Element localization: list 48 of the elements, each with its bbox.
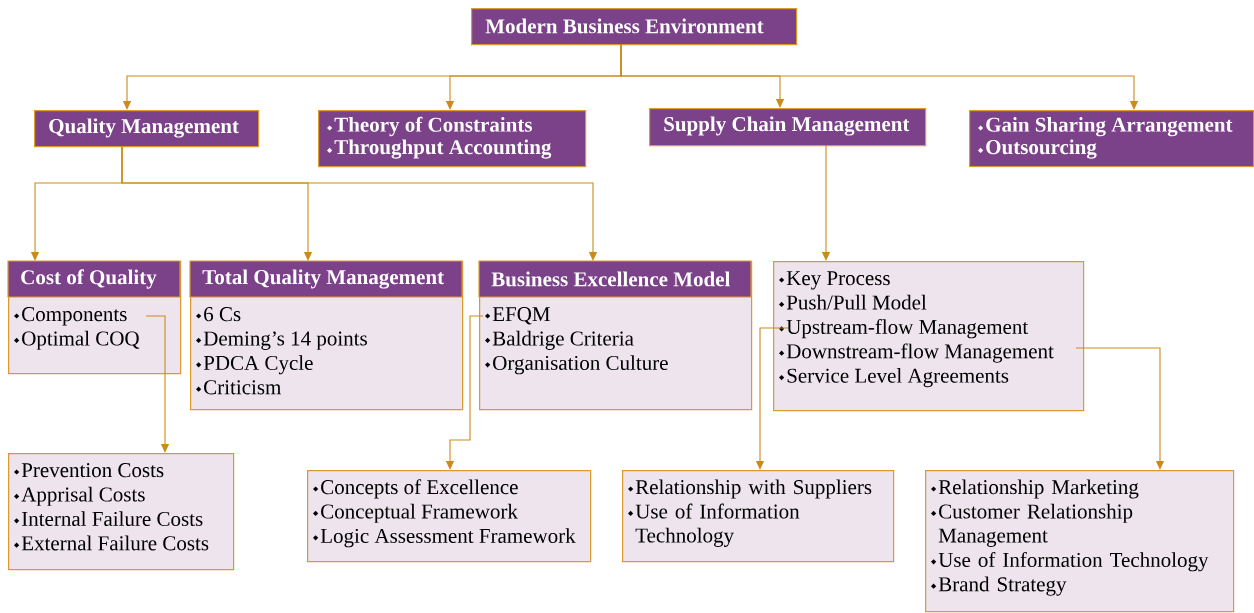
list-item: Conceptual Framework xyxy=(313,503,518,523)
list-item: External Failure Costs xyxy=(14,535,209,551)
list-box xyxy=(925,470,1235,613)
list-item: Customer Relationship Management xyxy=(931,503,1133,547)
list-item: 6 Cs xyxy=(196,307,241,322)
title-box xyxy=(318,110,587,168)
list-item: Push/Pull Model xyxy=(779,294,927,310)
list-item: Organisation Culture xyxy=(485,355,668,375)
list-item: Criticism xyxy=(196,380,282,395)
list-item: Deming’s 14 points xyxy=(196,331,367,350)
title-box: Quality Management xyxy=(34,110,260,148)
list-box xyxy=(8,453,235,571)
list-item: Outsourcing xyxy=(978,139,1097,159)
list-item: Throughput Accounting xyxy=(327,139,552,159)
list-item: Use of Information Technology xyxy=(628,503,800,547)
topic-card: Business Excellence Model EFQM Baldrige Criteria Organisation Culture xyxy=(478,260,753,411)
list-item: Internal Failure Costs xyxy=(14,511,203,526)
list-item: Relationship Marketing xyxy=(931,479,1139,499)
list-item: Optimal COQ xyxy=(14,330,140,350)
list-box xyxy=(622,470,895,563)
list-item: Logic Assessment Framework xyxy=(313,528,576,548)
list-item: PDCA Cycle xyxy=(196,355,313,375)
list-item: Key Process xyxy=(779,271,890,290)
list-item: Theory of Constraints xyxy=(327,116,532,137)
list-item: Prevention Costs xyxy=(14,463,164,478)
list-item: Components xyxy=(14,307,127,326)
list-item: Concepts of Excellence xyxy=(313,479,518,499)
list-item: Service Level Agreements xyxy=(779,368,1009,388)
arrow xyxy=(620,43,1139,110)
list-item: EFQM xyxy=(485,307,550,325)
list-item: Gain Sharing Arrangement xyxy=(978,117,1233,137)
topic-card: Cost of Quality Components Optimal COQ xyxy=(7,260,182,375)
list-box xyxy=(307,470,592,563)
list-item: Brand Strategy xyxy=(931,576,1067,596)
topic-card: Total Quality Management 6 Cs Deming’s 14 points PDCA Cycle Criticism xyxy=(189,260,464,411)
list-item: Use of Information Technology xyxy=(931,552,1209,572)
title-box: Modern Business Environment xyxy=(471,8,798,46)
list-item: Downstream-flow Management xyxy=(779,343,1054,363)
list-item: Baldrige Criteria xyxy=(485,330,634,350)
list-item: Relationship with Suppliers xyxy=(628,479,872,499)
list-item: Upstream-flow Management xyxy=(779,319,1029,339)
arrow xyxy=(145,315,170,453)
title-box xyxy=(969,110,1254,168)
list-item: Apprisal Costs xyxy=(14,486,145,506)
arrow xyxy=(1075,347,1165,470)
list-box xyxy=(773,261,1085,412)
title-box: Supply Chain Management xyxy=(649,108,927,147)
arrow xyxy=(121,145,598,261)
